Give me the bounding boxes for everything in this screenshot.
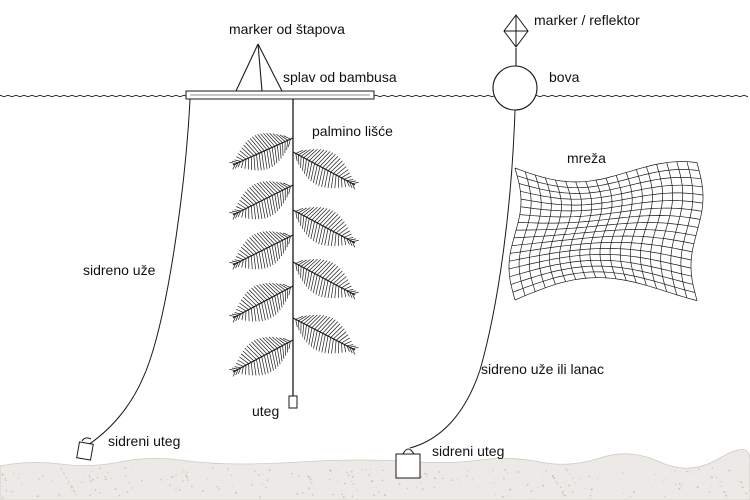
palm-frond [229, 132, 294, 171]
label-anchor-rope-or-chain: sidreno uže ili lanac [481, 361, 604, 377]
palm-leaves [229, 132, 359, 377]
anchor-weight-left [76, 437, 94, 461]
anchor-rope-right [409, 109, 516, 449]
palm-weight [288, 395, 298, 409]
anchor-weight-right [395, 448, 421, 479]
buoy [492, 65, 538, 111]
label-bamboo-raft: splav od bambusa [283, 69, 397, 85]
anchor-rope-left [87, 98, 191, 446]
label-net: mreža [567, 150, 606, 166]
label-anchor-weight-right: sidreni uteg [432, 443, 505, 459]
radar-reflector [503, 14, 529, 48]
seabed [0, 449, 750, 500]
fishing-net [508, 161, 704, 301]
palm-frond [229, 231, 294, 270]
label-buoy: bova [549, 69, 580, 85]
palm-frond [229, 181, 294, 220]
label-palm-leaves: palmino lišće [312, 123, 393, 139]
palm-frond [292, 314, 359, 355]
stick-marker [235, 43, 283, 92]
palm-frond [292, 149, 359, 190]
label-marker-reflector: marker / reflektor [534, 12, 640, 28]
palm-frond [229, 336, 294, 377]
palm-frond [292, 259, 359, 300]
palm-frond [229, 282, 294, 323]
label-weight: uteg [252, 403, 280, 419]
label-anchor-weight-left: sidreni uteg [108, 433, 181, 449]
palm-frond [292, 207, 359, 248]
label-stick-marker: marker od štapova [229, 21, 345, 37]
label-anchor-rope: sidreno uže [83, 262, 156, 278]
